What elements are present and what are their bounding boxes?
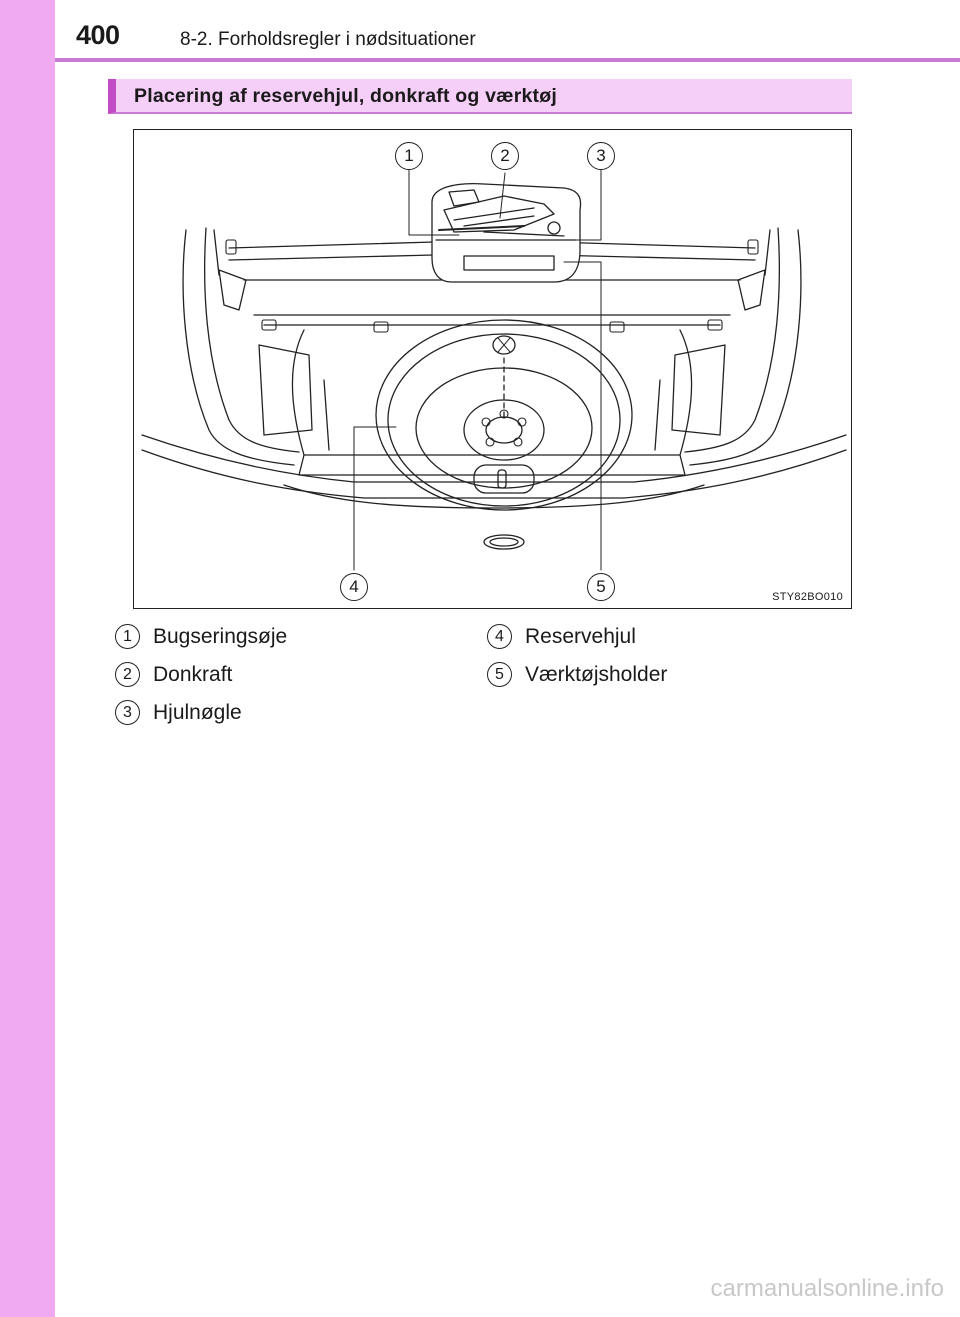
figure-code: STY82BO010: [772, 591, 843, 603]
header-rule: [55, 58, 960, 62]
callout-3: 3: [587, 142, 615, 170]
legend-number: 3: [115, 700, 140, 725]
trunk-illustration: 1 2 3 4 5 STY82BO010: [133, 129, 852, 609]
legend-label: Værktøjsholder: [525, 663, 668, 686]
callout-1: 1: [395, 142, 423, 170]
watermark: carmanualsonline.info: [710, 1275, 944, 1302]
legend-label: Hjulnøgle: [153, 701, 242, 724]
legend-label: Bugseringsøje: [153, 625, 288, 648]
page-number: 400: [76, 20, 120, 50]
callout-4: 4: [340, 573, 368, 601]
legend-number: 5: [487, 662, 512, 687]
legend-number: 1: [115, 624, 140, 649]
legend-label: Donkraft: [153, 663, 233, 686]
legend-number: 4: [487, 624, 512, 649]
callout-2: 2: [491, 142, 519, 170]
section-title: Placering af reservehjul, donkraft og væ…: [134, 85, 557, 107]
legend-label: Reservehjul: [525, 625, 636, 648]
side-tab: [0, 0, 55, 1317]
chapter-title: 8-2. Forholdsregler i nødsituationer: [180, 29, 476, 50]
callout-5: 5: [587, 573, 615, 601]
section-banner: Placering af reservehjul, donkraft og væ…: [108, 79, 852, 114]
legend-number: 2: [115, 662, 140, 687]
trunk-drawing: [141, 159, 847, 571]
